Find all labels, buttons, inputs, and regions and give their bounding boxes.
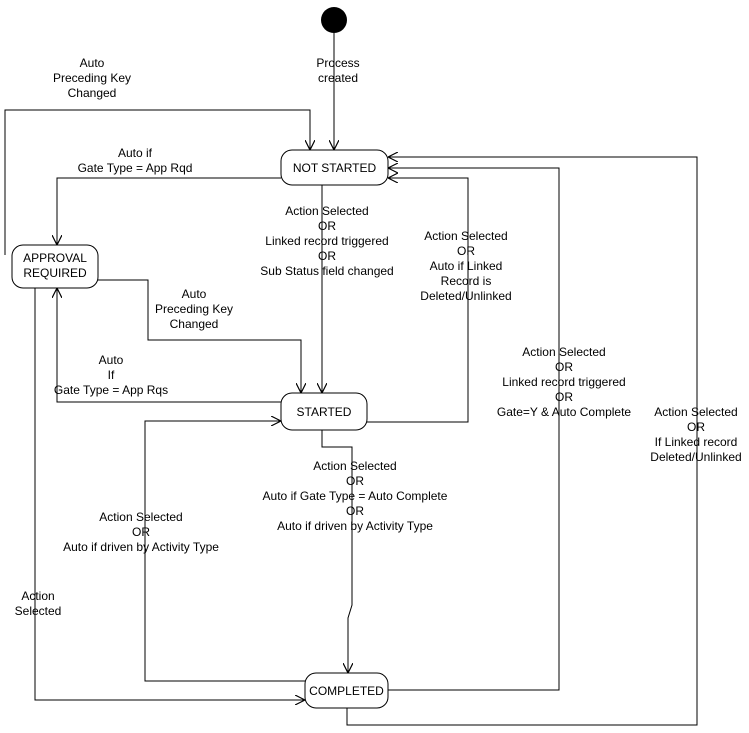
start-node	[321, 7, 347, 33]
edge-label-line: OR	[318, 249, 336, 263]
state-approval-required: APPROVAL REQUIRED	[11, 244, 99, 289]
edge-label-line: Action Selected	[522, 345, 605, 359]
edge-label-action-selected: Action Selected	[15, 589, 62, 618]
edge-label-action-if-linked-deleted: Action Selected OR If Linked record Dele…	[650, 405, 741, 464]
edge-label-action-linked-sub: Action Selected OR Linked record trigger…	[260, 204, 393, 278]
transitions	[4, 33, 698, 726]
edge-approval-to-started	[98, 279, 301, 393]
edge-label-line: Selected	[15, 604, 62, 618]
state-started-label: STARTED	[297, 405, 352, 419]
edge-label-line: OR	[346, 504, 364, 518]
state-not-started: NOT STARTED	[280, 149, 389, 186]
edge-label-line: Action Selected	[313, 459, 396, 473]
edge-started-to-not-started	[367, 178, 469, 423]
edge-label-line: Auto	[80, 56, 105, 70]
edge-label-line: Auto if	[118, 146, 153, 160]
edge-label-auto-preceding-top: Auto Preceding Key Changed	[53, 56, 131, 100]
edge-not-started-to-approval	[57, 177, 281, 245]
edge-label-action-auto-complete-activity: Action Selected OR Auto if Gate Type = A…	[263, 459, 448, 533]
edge-label-line: Deleted/Unlinked	[420, 289, 511, 303]
edge-label-line: OR	[346, 474, 364, 488]
edge-label-line: Gate=Y & Auto Complete	[497, 405, 632, 419]
edge-label-auto-if-gate-rqs: Auto If Gate Type = App Rqs	[54, 353, 168, 397]
edge-label-line: Auto if driven by Activity Type	[63, 540, 219, 554]
edge-approval-to-not-started	[4, 109, 310, 255]
edge-label-line: created	[318, 71, 358, 85]
edge-label-action-linked-gate: Action Selected OR Linked record trigger…	[497, 345, 632, 419]
edge-completed-to-not-started	[388, 168, 560, 691]
edge-label-line: Gate Type = App Rqs	[54, 383, 168, 397]
edge-label-line: Auto	[99, 353, 124, 367]
edge-label-line: OR	[457, 244, 475, 258]
edge-label-line: If Linked record	[655, 435, 738, 449]
state-approval-label-line2: REQUIRED	[23, 266, 87, 280]
edge-label-line: OR	[132, 525, 150, 539]
edge-started-to-approval	[56, 352, 281, 403]
edge-label-line: OR	[687, 420, 705, 434]
edge-label-line: Process	[316, 56, 359, 70]
edge-completed-to-not-started-outer	[346, 157, 698, 726]
edge-label-line: Action Selected	[654, 405, 737, 419]
edge-label-line: OR	[318, 219, 336, 233]
edge-label-line: Auto if Linked	[430, 259, 503, 273]
edge-label-line: Action Selected	[99, 510, 182, 524]
edge-started-to-completed	[321, 430, 352, 673]
edge-label-auto-if-gate-rqd: Auto if Gate Type = App Rqd	[78, 146, 193, 175]
edge-label-line: Linked record triggered	[502, 375, 625, 389]
edge-label-line: Gate Type = App Rqd	[78, 161, 193, 175]
edge-approval-to-completed	[34, 288, 305, 700]
edge-label-line: Auto if Gate Type = Auto Complete	[263, 489, 448, 503]
state-completed: COMPLETED	[304, 672, 389, 709]
edge-label-action-auto-linked-deleted: Action Selected OR Auto if Linked Record…	[420, 229, 511, 303]
state-approval-label-line1: APPROVAL	[23, 251, 87, 265]
edge-label-line: Linked record triggered	[265, 234, 388, 248]
state-completed-label: COMPLETED	[309, 684, 384, 698]
edge-label-line: Action Selected	[424, 229, 507, 243]
edge-label-line: Auto	[182, 287, 207, 301]
edge-label-line: OR	[555, 390, 573, 404]
edge-label-line: Preceding Key	[53, 71, 131, 85]
state-started: STARTED	[280, 392, 368, 431]
edge-completed-to-started	[144, 421, 305, 682]
edge-label-line: Action	[21, 589, 54, 603]
edge-label-line: Deleted/Unlinked	[650, 450, 741, 464]
edge-label-line: Preceding Key	[155, 302, 233, 316]
edge-label-process-created: Process created	[316, 56, 359, 85]
edge-label-line: Changed	[170, 317, 219, 331]
edge-label-line: If	[108, 368, 115, 382]
state-not-started-label: NOT STARTED	[293, 161, 377, 175]
edge-label-line: Action Selected	[285, 204, 368, 218]
edge-label-line: OR	[555, 360, 573, 374]
edge-label-auto-preceding-mid: Auto Preceding Key Changed	[155, 287, 233, 331]
edge-label-line: Changed	[68, 86, 117, 100]
edge-label-line: Auto if driven by Activity Type	[277, 519, 433, 533]
edge-label-action-auto-activity: Action Selected OR Auto if driven by Act…	[63, 510, 219, 554]
edge-label-line: Record is	[441, 274, 492, 288]
edge-label-line: Sub Status field changed	[260, 264, 393, 278]
